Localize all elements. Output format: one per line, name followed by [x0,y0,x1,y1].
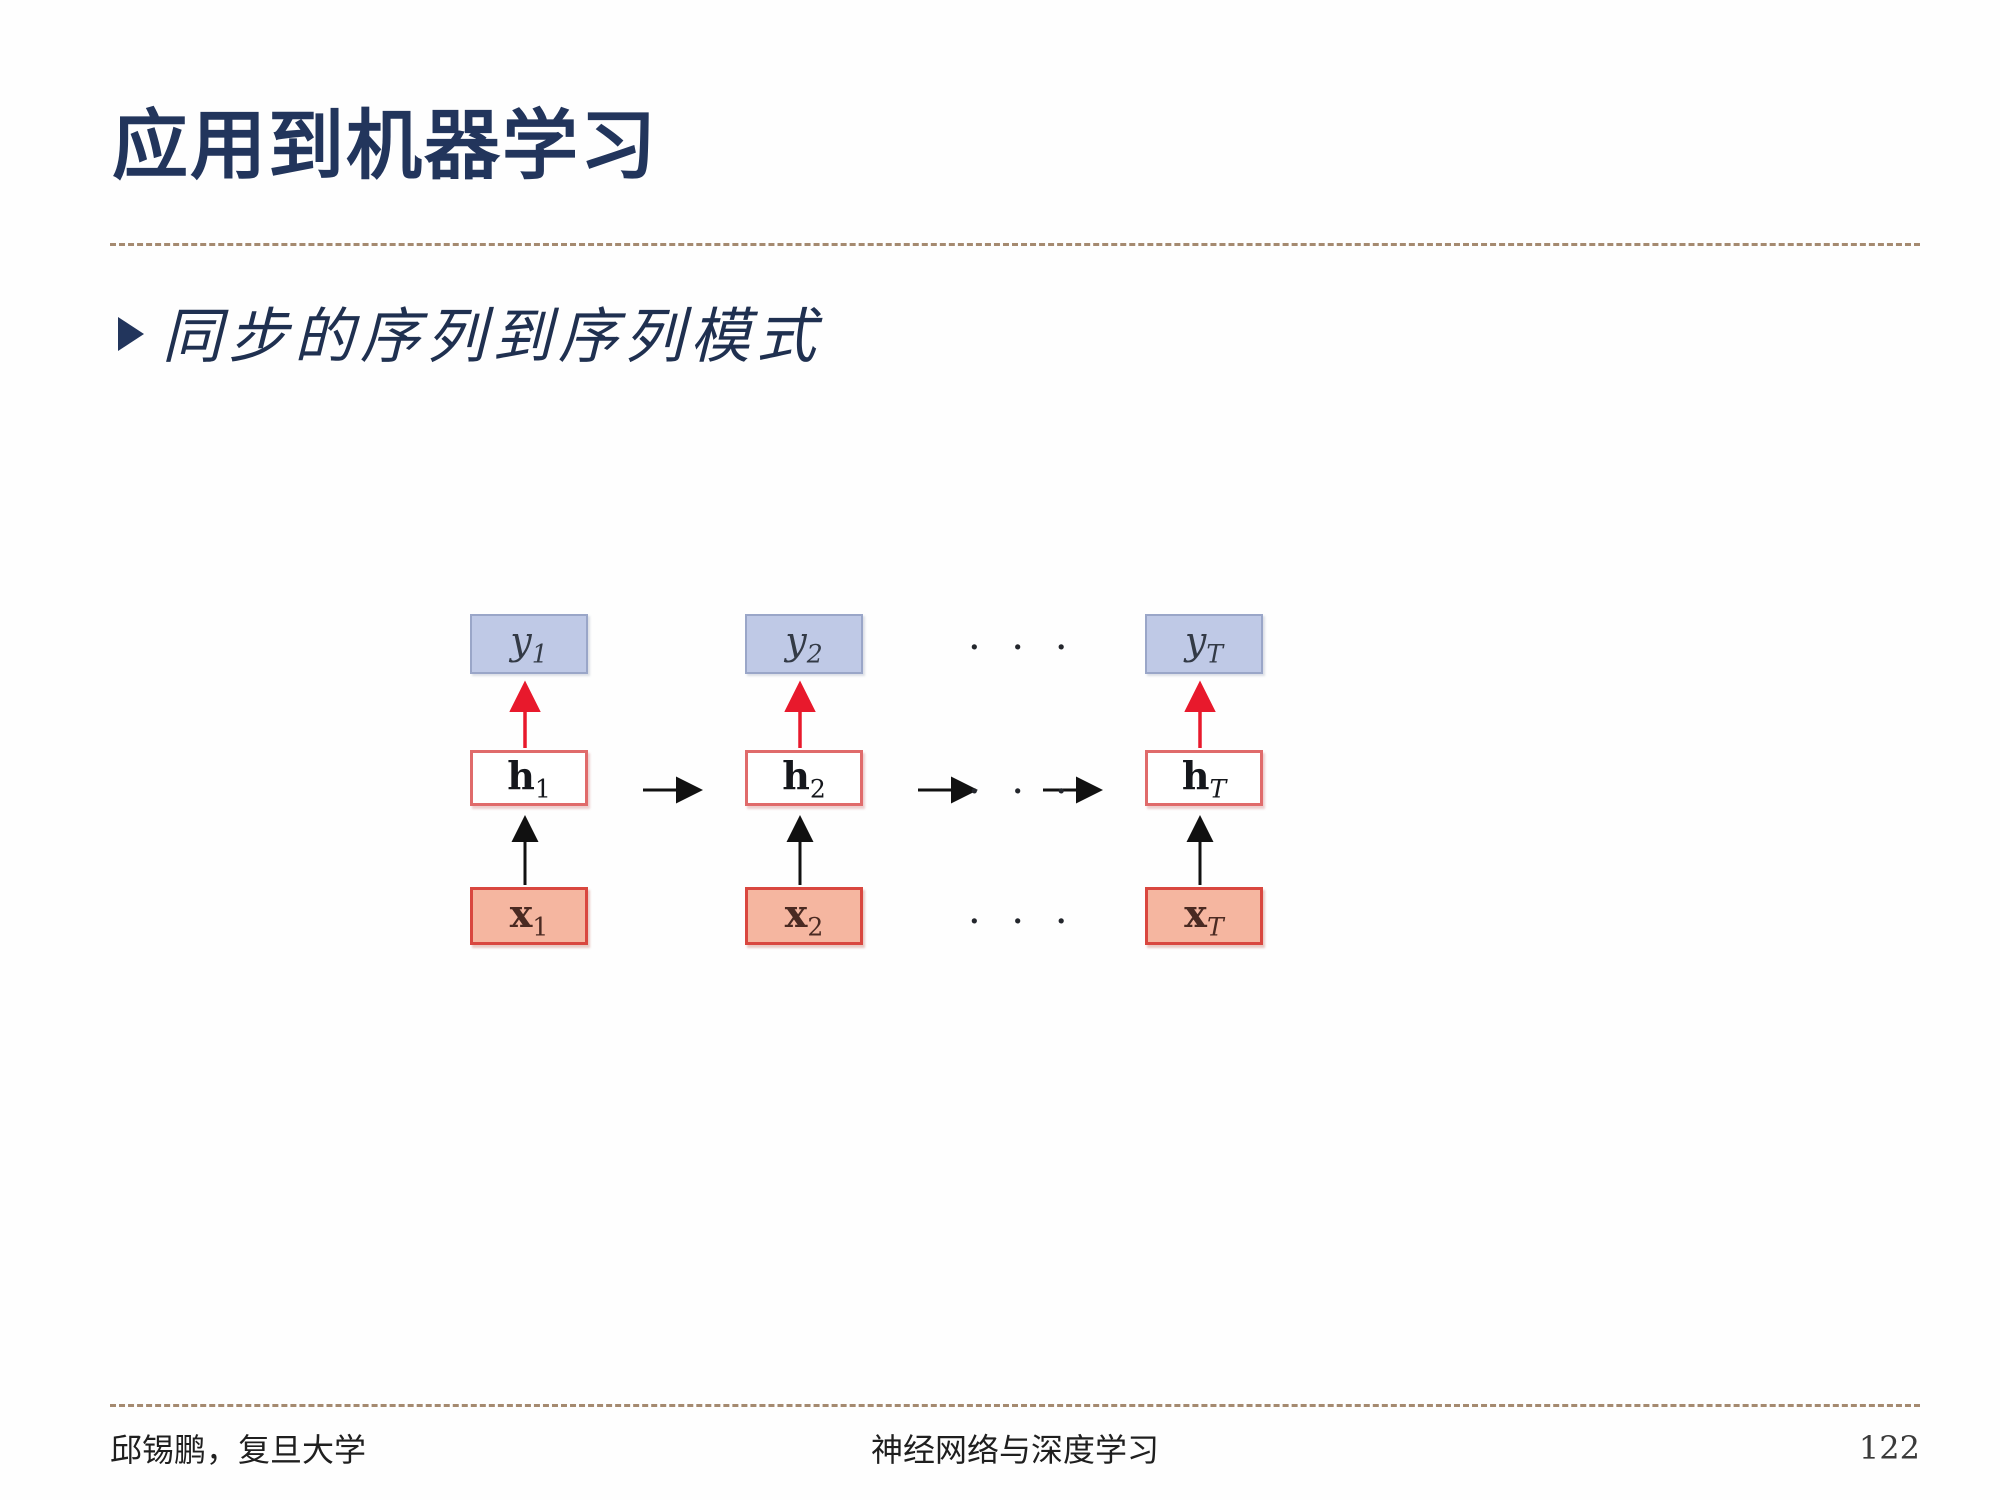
input-node-2-label: x2 [784,890,824,942]
footer-author: 邱锡鹏，复旦大学 [110,1431,367,1469]
rnn-diagram: y1 y2 · · · yT h1 h2 · · · hT x1 x2 · · … [470,600,1430,975]
output-node-T-label: yT [1184,619,1224,669]
hidden-node-2-label: h2 [782,752,826,804]
triangle-bullet-icon [118,316,144,351]
output-row-ellipsis: · · · [968,625,1077,671]
input-node-2: x2 [745,887,863,945]
hidden-node-T: hT [1145,750,1263,806]
output-node-T: yT [1145,614,1263,674]
output-node-2: y2 [745,614,863,674]
hidden-node-T-label: hT [1181,752,1227,804]
hidden-row-ellipsis: · · · [968,769,1077,815]
title-divider [110,243,1920,246]
bullet-label: 同步的序列到序列模式 [162,302,822,372]
output-node-1-label: y1 [510,619,548,669]
footer-divider [110,1404,1920,1407]
input-node-T: xT [1145,887,1263,945]
input-row-ellipsis: · · · [968,899,1077,945]
input-node-T-label: xT [1184,890,1224,942]
output-node-1: y1 [470,614,588,674]
hidden-node-2: h2 [745,750,863,806]
input-node-1: x1 [470,887,588,945]
hidden-node-1: h1 [470,750,588,806]
footer: 邱锡鹏，复旦大学 神经网络与深度学习 122 [110,1418,1920,1478]
output-node-2-label: y2 [785,619,823,669]
page-number: 122 [1858,1429,1920,1467]
input-node-1-label: x1 [509,890,549,942]
diagram-connectors [509,680,1216,885]
page-title: 应用到机器学习 [112,101,658,190]
bullet-item: 同步的序列到序列模式 [118,288,822,375]
hidden-node-1-label: h1 [507,752,551,804]
footer-book-title: 神经网络与深度学习 [870,1431,1159,1469]
